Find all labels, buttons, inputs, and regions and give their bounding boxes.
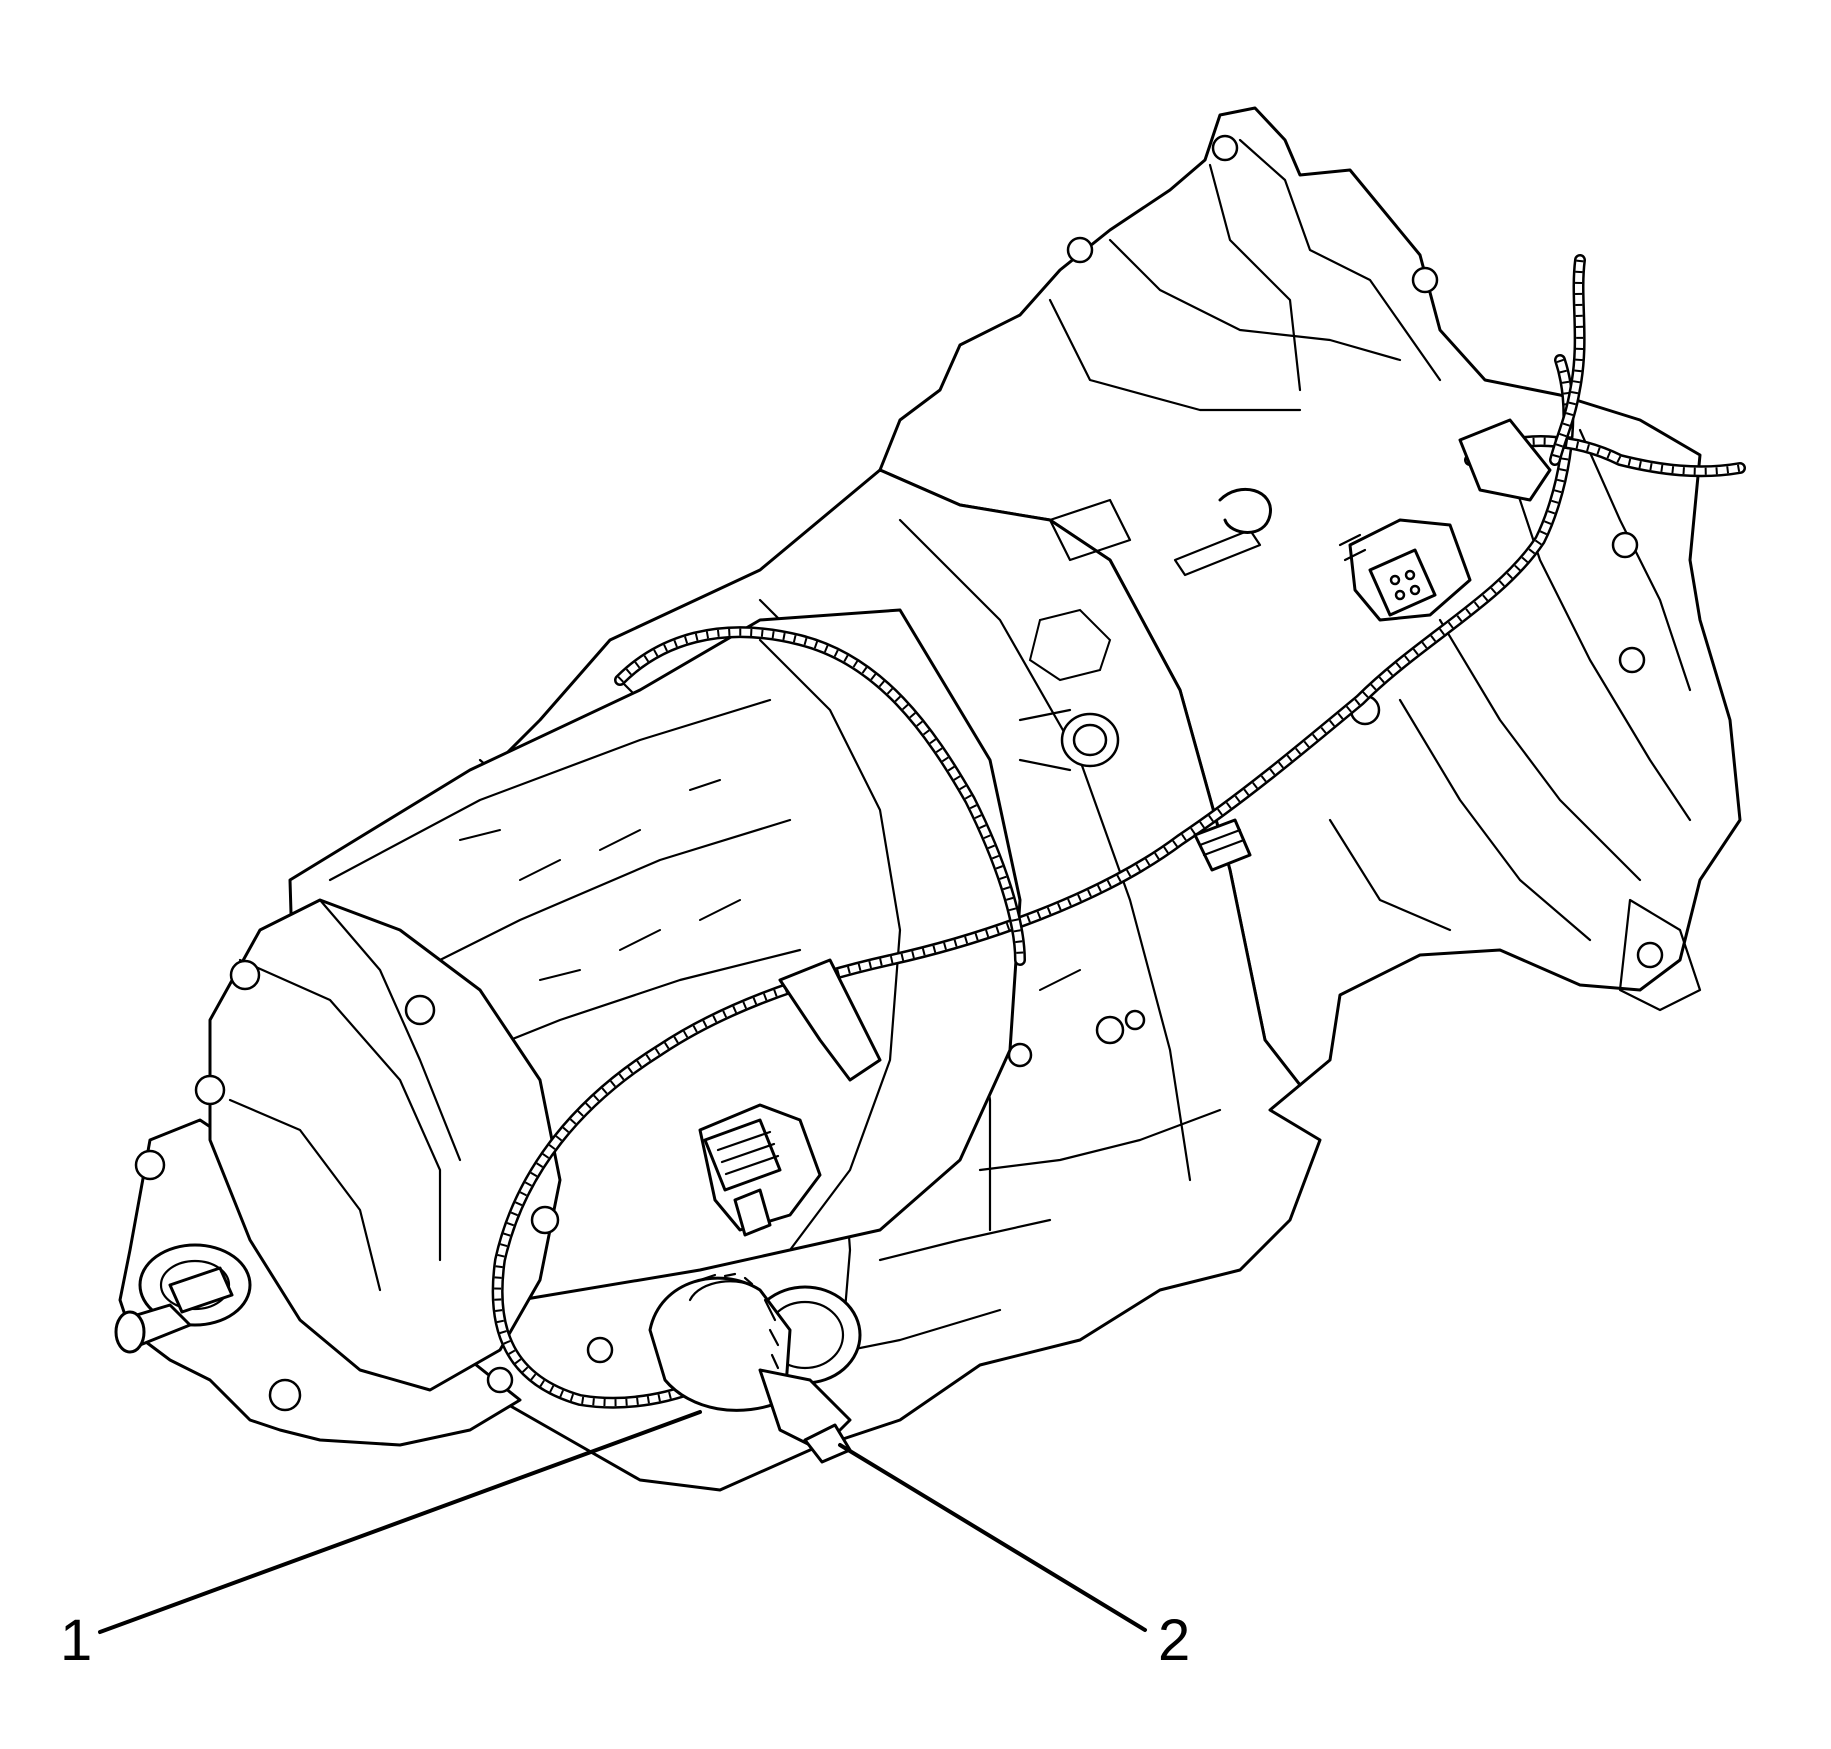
- upper-connector: [1338, 518, 1472, 622]
- callout-1-label: 1: [60, 1608, 93, 1673]
- bell-housing: [878, 106, 1742, 1087]
- cooler-lines: [1048, 487, 1272, 577]
- tail-housing: [114, 898, 562, 1447]
- callout-1-leader: [98, 1410, 702, 1634]
- wiring-harness: [491, 254, 1746, 1409]
- sensor-assembly: [648, 1272, 862, 1464]
- callout-2-leader: [838, 1443, 1147, 1632]
- lower-connector: [698, 1103, 822, 1237]
- callout-2-label: 2: [1158, 1608, 1191, 1673]
